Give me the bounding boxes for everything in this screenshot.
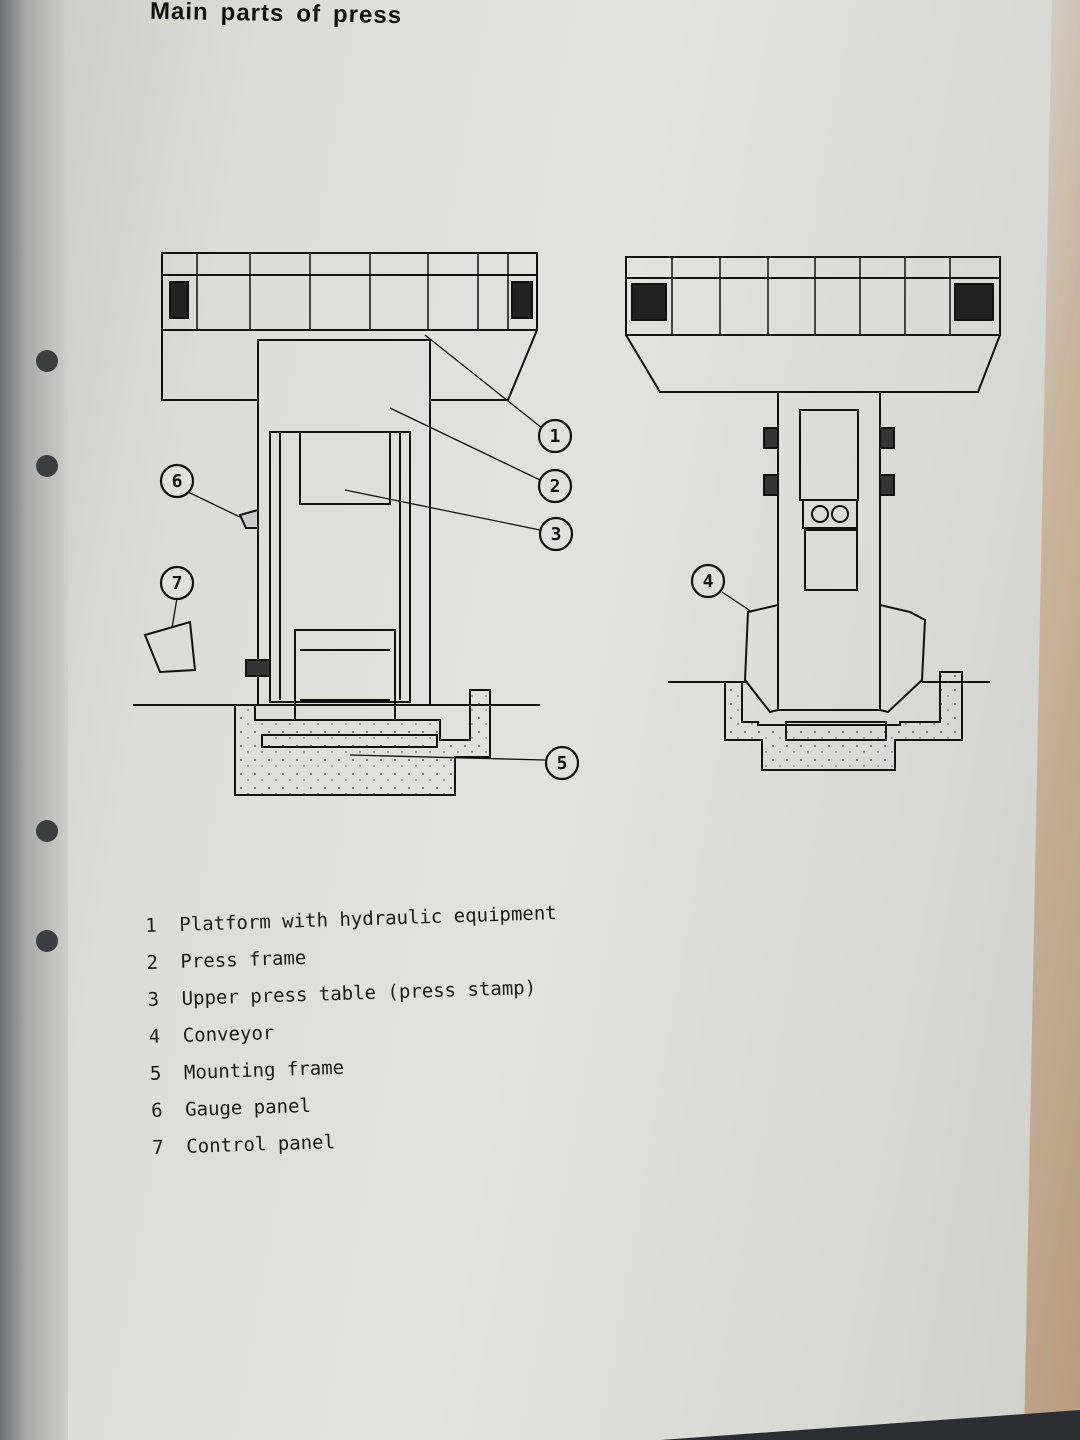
legend-label: Mounting frame [183,1056,345,1084]
press-side-view [133,252,546,796]
press-front-view [625,256,1001,771]
press-diagram: 1 2 3 5 6 7 4 [133,252,1001,796]
page-corner-shadow [660,1410,1080,1440]
legend-number: 4 [148,1025,161,1048]
callouts [159,418,726,781]
legend-number: 3 [147,988,160,1011]
legend-number: 2 [146,951,159,974]
callout-5: 5 [557,753,568,774]
callout-1: 1 [550,426,561,447]
callout-2: 2 [550,476,561,497]
legend-label: Gauge panel [184,1094,312,1121]
legend-number: 1 [145,914,158,937]
callout-6: 6 [172,471,183,492]
punch-hole [36,820,58,842]
punch-hole [36,350,58,372]
callout-7: 7 [172,573,183,594]
legend-number: 5 [149,1062,162,1085]
punch-hole [36,455,58,477]
punch-hole [36,930,58,952]
legend-label: Conveyor [182,1022,275,1047]
legend-label: Control panel [185,1131,336,1158]
legend-number: 7 [151,1136,165,1159]
legend-number: 6 [150,1099,163,1122]
binder-edge [0,0,68,1440]
callout-3: 3 [551,524,562,545]
legend-label: Press frame [180,946,307,973]
callout-4: 4 [703,571,714,592]
